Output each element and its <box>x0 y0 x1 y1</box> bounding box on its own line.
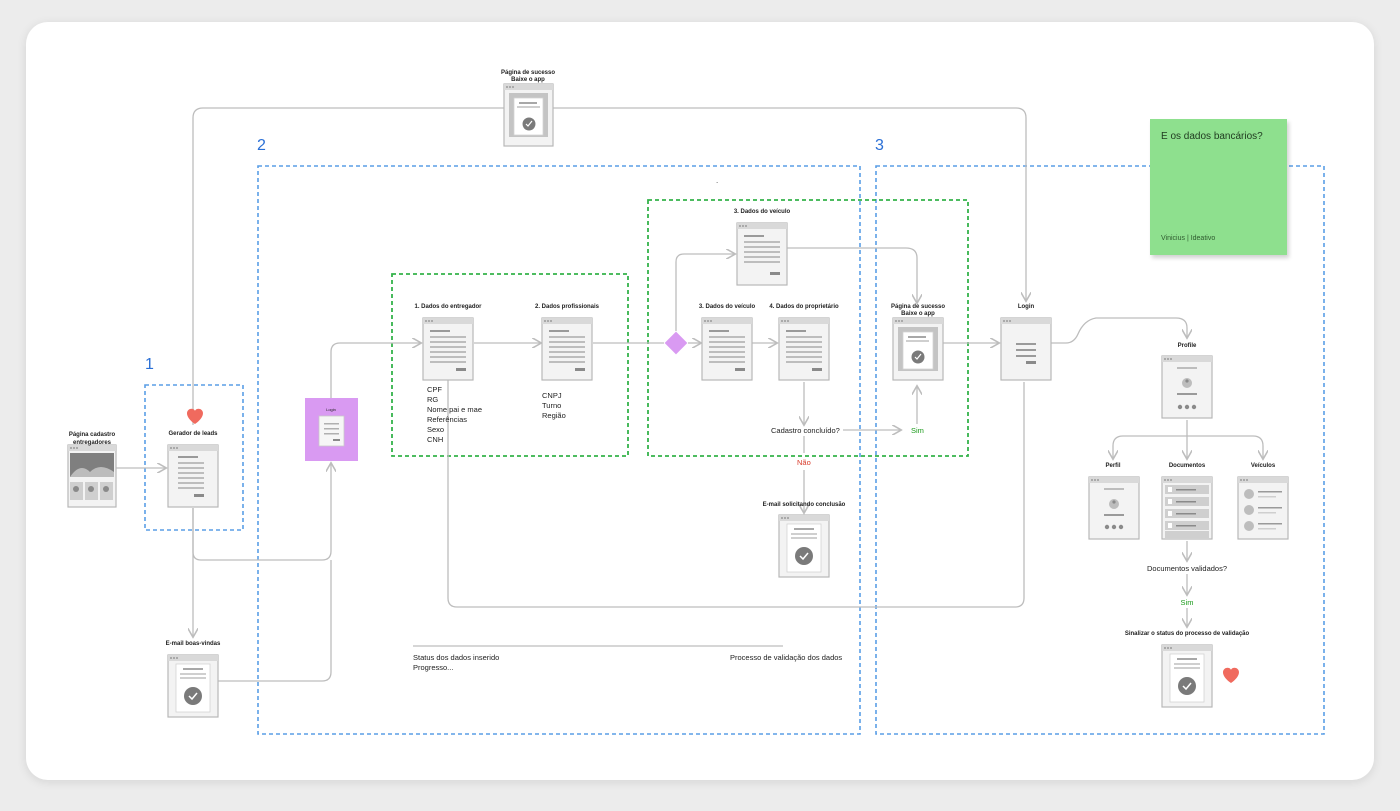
label-veiculos: Veículos <box>1250 463 1276 469</box>
heart-icon-validation <box>1223 667 1239 683</box>
label-sim-2: Sim <box>1180 598 1194 607</box>
decision-cadastro-concluido: Cadastro concluído? <box>771 426 840 435</box>
label-pagina-cadastro: Página cadastro entregadores <box>68 432 116 446</box>
diagram-board: . <box>26 22 1374 780</box>
label-dados-veiculo: 3. Dados do veículo <box>698 304 756 310</box>
group-3-number: 3 <box>875 137 884 154</box>
connectors <box>116 107 1263 682</box>
label-perfil: Perfil <box>1105 463 1121 469</box>
group-3-box <box>875 165 1325 735</box>
screen-email-conclusao[interactable] <box>778 514 830 578</box>
label-gerador-leads: Gerador de leads <box>168 431 218 437</box>
screen-gerador-leads[interactable] <box>167 444 219 508</box>
list-dados-profissionais: CNPJ Turno Região <box>542 391 566 420</box>
screen-sucesso-top[interactable] <box>503 83 554 147</box>
screen-dados-veiculo[interactable] <box>701 317 753 381</box>
screen-email-boas-vindas[interactable] <box>167 654 219 718</box>
group-1-number: 1 <box>145 356 154 373</box>
label-dados-entregador: 1. Dados do entregador <box>414 304 482 310</box>
green-group-entregador <box>391 273 629 457</box>
screen-perfil[interactable] <box>1088 476 1140 540</box>
screen-dados-veiculo-top[interactable] <box>736 222 788 286</box>
diagram-canvas: . <box>67 83 1325 735</box>
small-dot-mark: . <box>716 176 718 185</box>
label-email-conclusao: E-mail solicitando conclusão <box>762 502 846 508</box>
group-2-box <box>257 165 861 735</box>
sticky-note[interactable]: E os dados bancários? Vinicius | Ideativ… <box>1150 119 1287 255</box>
screen-veiculos[interactable] <box>1237 476 1289 540</box>
footer-processo-validacao: Processo de validação dos dados <box>730 653 843 662</box>
screen-sinalizar[interactable] <box>1161 644 1213 708</box>
list-dados-entregador: CPF RG Nome pai e mae Referências Sexo C… <box>427 385 483 444</box>
screen-dados-proprietario[interactable] <box>778 317 830 381</box>
screen-documentos[interactable] <box>1161 476 1213 540</box>
label-login-purple: Login <box>326 407 336 412</box>
label-sucesso-mid: Página de sucesso Baixe o app <box>890 304 946 317</box>
label-sinalizar: Sinalizar o status do processo de valida… <box>1124 631 1250 637</box>
label-login: Login <box>1017 304 1035 310</box>
sticky-note-author: Vinicius | Ideativo <box>1161 235 1216 242</box>
label-dados-proprietario: 4. Dados do proprietário <box>769 304 839 310</box>
label-dados-veiculo-top: 3. Dados do veículo <box>733 209 791 215</box>
group-1-box <box>144 384 244 531</box>
label-sim-1: Sim <box>911 426 924 435</box>
footer-progresso: Progresso... <box>413 663 454 672</box>
decision-documentos-validados: Documentos validados? <box>1146 564 1228 573</box>
label-dados-profissionais: 2. Dados profissionais <box>534 304 600 310</box>
screen-login[interactable] <box>1000 317 1052 381</box>
label-email-boas-vindas: E-mail boas-vindas <box>165 641 221 647</box>
footer-status: Status dos dados inserido <box>413 653 500 662</box>
screen-pagina-cadastro[interactable] <box>67 444 117 508</box>
label-profile: Profile <box>1177 343 1197 349</box>
heart-icon <box>187 408 203 424</box>
screen-profile[interactable] <box>1161 355 1213 419</box>
label-documentos: Documentos <box>1168 463 1206 469</box>
screen-dados-profissionais[interactable] <box>541 317 593 381</box>
screen-sucesso-mid[interactable] <box>892 317 944 381</box>
label-nao: Não <box>797 458 811 467</box>
green-group-veiculo <box>647 199 969 457</box>
decision-diamond[interactable] <box>664 331 688 355</box>
label-sucesso-top: Página de sucesso Baixe o app <box>500 70 556 83</box>
screen-login-purple[interactable] <box>305 398 358 461</box>
sticky-note-text: E os dados bancários? <box>1161 131 1263 142</box>
screen-dados-entregador[interactable] <box>422 317 474 381</box>
group-2-number: 2 <box>257 137 266 154</box>
